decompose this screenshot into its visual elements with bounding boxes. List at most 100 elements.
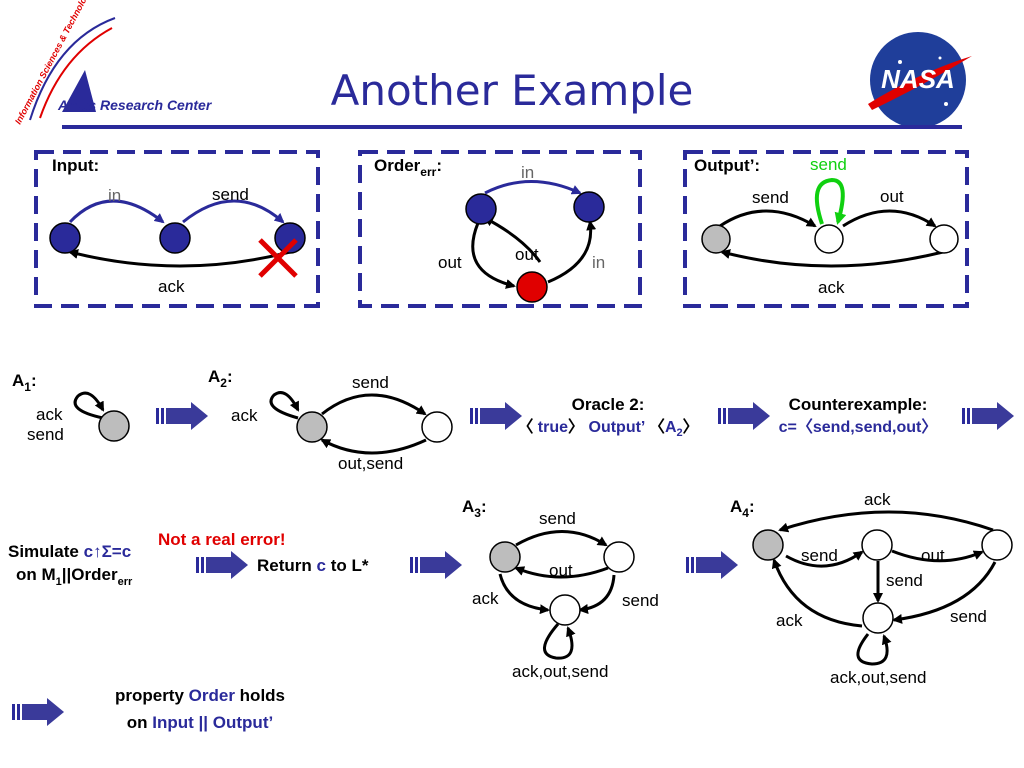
oracle-a-name: A <box>665 419 677 436</box>
step-arrow-6 <box>410 551 462 579</box>
oracle-output: Output’ <box>584 419 649 436</box>
simulate-sub-1: 1 <box>56 576 62 588</box>
order-box: Ordererr: in out out in <box>358 150 642 308</box>
not-real-error: Not a real error! <box>158 530 286 549</box>
a1-loop-ack: ack <box>36 405 63 424</box>
a4-name: A <box>730 497 742 516</box>
order-edge-in-top: in <box>521 163 534 182</box>
step-arrow-3 <box>718 402 770 430</box>
a4-edge-out: out <box>921 546 945 565</box>
step-arrow-8 <box>12 698 64 726</box>
a2-edge-send: send <box>352 373 389 392</box>
a4-colon: : <box>749 497 755 516</box>
property-composition: Input || Output’ <box>152 713 273 732</box>
input-edge-ack: ack <box>158 277 185 296</box>
svg-text:on M1||Ordererr: on M1||Ordererr <box>16 565 133 588</box>
order-box-label-sub: err <box>420 165 436 179</box>
property-holds: property Order holds on Input || Output’ <box>115 686 285 732</box>
a3-edge-ack: ack <box>472 589 499 608</box>
a3-edge-loop: ack,out,send <box>512 662 608 681</box>
a3-automaton: A3: send out ack send ack,out,send <box>462 497 659 681</box>
output-edge-ack: ack <box>818 278 845 297</box>
output-edge-send: send <box>752 188 789 207</box>
a2-edge-out-send: out,send <box>338 454 403 473</box>
return-suffix: to L* <box>326 556 369 575</box>
oracle-true: true <box>533 419 568 436</box>
nasa-logo-text: NASA <box>881 64 955 94</box>
svg-text:Ordererr:: Ordererr: <box>374 156 442 179</box>
simulate-prefix: Simulate <box>8 542 84 561</box>
a2-sub: 2 <box>220 376 227 390</box>
svg-text:〈 true〉 Output’ 〈A2〉: 〈 true〉 Output’ 〈A2〉 <box>517 418 698 439</box>
order-box-label-colon: : <box>436 156 442 175</box>
a2-name: A <box>208 367 220 386</box>
oracle-open-1: 〈 <box>517 418 533 436</box>
svg-text:A1:: A1: <box>12 371 37 394</box>
output-box: Output’: send send out ack <box>683 150 969 308</box>
counterexample: Counterexample: c=〈send,send,out〉 <box>779 395 938 436</box>
a2-colon: : <box>227 367 233 386</box>
a4-edge-send-right: send <box>950 607 987 626</box>
nasa-logo: NASA <box>868 32 972 128</box>
error-x-icon <box>258 238 298 278</box>
step-arrow-5 <box>196 551 248 579</box>
svg-text:A3:: A3: <box>462 497 487 520</box>
property-order: Order <box>189 686 236 705</box>
a3-edge-send-right: send <box>622 591 659 610</box>
oracle-close-1: 〉 <box>568 418 584 436</box>
output-edge-send-loop: send <box>810 155 847 174</box>
return-c: c <box>317 556 326 575</box>
step-arrow-4 <box>962 402 1014 430</box>
a3-colon: : <box>481 497 487 516</box>
svg-text:A4:: A4: <box>730 497 755 520</box>
a1-sub: 1 <box>24 380 31 394</box>
svg-text:property Order holds: property Order holds <box>115 686 285 705</box>
a1-colon: : <box>31 371 37 390</box>
a3-edge-out: out <box>549 561 573 580</box>
counterexample-title: Counterexample: <box>789 395 928 414</box>
oracle-title: Oracle 2: <box>572 395 645 414</box>
order-edge-in-right: in <box>592 253 605 272</box>
simulate-sub-err: err <box>118 576 133 588</box>
a4-sub: 4 <box>742 506 749 520</box>
output-edge-out: out <box>880 187 904 206</box>
a4-edge-send: send <box>801 546 838 565</box>
order-edge-out-mid: out <box>515 245 539 264</box>
return-text: Return c to L* <box>257 556 369 575</box>
input-box: Input: in send ack <box>34 150 320 308</box>
svg-text:on Input || Output’: on Input || Output’ <box>127 713 273 732</box>
rocket-icon <box>62 70 96 112</box>
input-edge-send: send <box>212 185 249 204</box>
counterexample-value: c=〈send,send,out〉 <box>779 418 938 436</box>
step-arrow-2 <box>470 402 522 430</box>
simulate-order: ||Order <box>62 565 118 584</box>
a1-loop-send: send <box>27 425 64 444</box>
a4-automaton: A4: ack send out send ack send ack,out,s… <box>730 490 1013 687</box>
a2-loop-ack: ack <box>231 406 258 425</box>
a4-edge-ack-top: ack <box>864 490 891 509</box>
input-edge-in: in <box>108 186 121 205</box>
property-prefix: property <box>115 686 189 705</box>
slide-title: Another Example <box>330 66 694 115</box>
a3-sub: 3 <box>474 506 481 520</box>
a1-automaton: A1: ack send <box>12 371 130 444</box>
a4-edge-ack-left: ack <box>776 611 803 630</box>
step-arrow-1 <box>156 402 208 430</box>
step-arrow-7 <box>686 551 738 579</box>
simulate-c: c <box>84 542 93 561</box>
a2-automaton: A2: ack send out,send <box>208 367 453 473</box>
ames-logo-name: Ames Research Center <box>57 97 213 113</box>
simulate-block: Simulate c↑Σ=c on M1||Ordererr <box>8 542 133 588</box>
order-edge-out-left: out <box>438 253 462 272</box>
property-holds-word: holds <box>235 686 285 705</box>
a4-edge-send-down: send <box>886 571 923 590</box>
simulate-on: on M <box>16 565 56 584</box>
a4-edge-loop: ack,out,send <box>830 668 926 687</box>
return-prefix: Return <box>257 556 317 575</box>
a1-name: A <box>12 371 24 390</box>
property-on: on <box>127 713 153 732</box>
a3-edge-send-top: send <box>539 509 576 528</box>
svg-text:A2:: A2: <box>208 367 233 390</box>
